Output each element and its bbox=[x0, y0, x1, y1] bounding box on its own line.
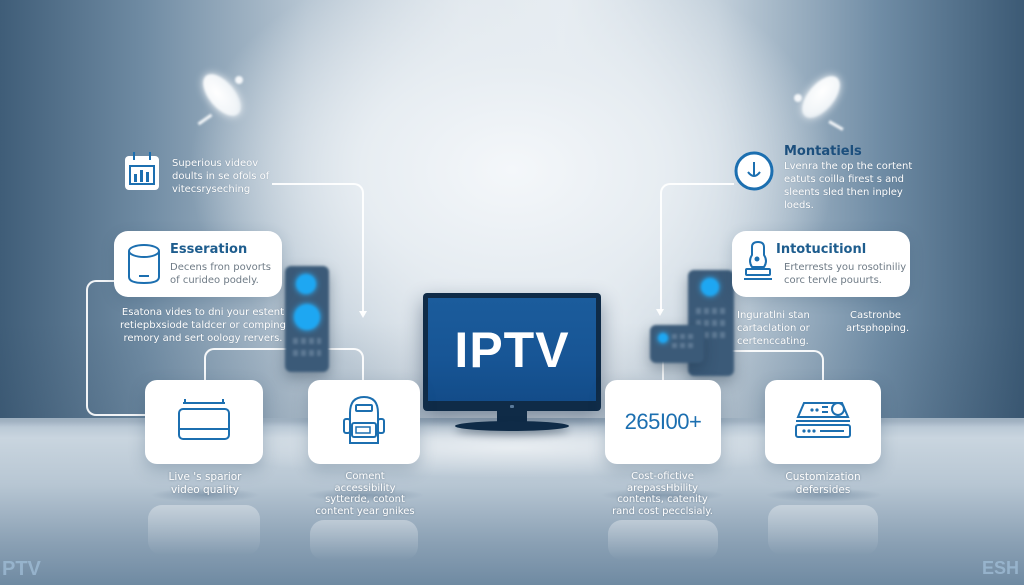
text-line: Customization bbox=[785, 471, 861, 483]
text-line: eatuts coilla firest s and bbox=[784, 174, 904, 185]
text-line: Live 's sparior bbox=[168, 471, 242, 483]
card-description: Decens fron povorts of curideo podely. bbox=[170, 261, 280, 287]
text-line: loeds. bbox=[784, 200, 814, 211]
set-top-box-device bbox=[650, 325, 704, 363]
bar-chart-calendar-icon bbox=[122, 150, 162, 194]
user-desk-icon bbox=[740, 239, 776, 289]
connector-line bbox=[662, 350, 824, 382]
remote-control-device bbox=[285, 266, 329, 372]
note-text: Esatona vides to dni your estent retiepb… bbox=[118, 306, 288, 345]
arrow-down-icon bbox=[656, 309, 664, 316]
text-line: Decens fron povorts bbox=[170, 262, 272, 273]
text-line: remory and sert oology rervers. bbox=[123, 333, 283, 344]
card-title: Esseration bbox=[170, 242, 248, 257]
feature-tile-cost: 265I00+ bbox=[605, 380, 721, 464]
tile-reflection bbox=[310, 520, 418, 560]
tile-caption: Customization defersides bbox=[758, 471, 888, 497]
text-line: Coment bbox=[345, 471, 385, 482]
power-led bbox=[510, 405, 514, 408]
caption-shadow bbox=[305, 488, 425, 502]
tile-caption: Coment accessibility sytterde, cotont co… bbox=[300, 471, 430, 517]
note-text: Castronbe artsphoping. bbox=[846, 309, 926, 335]
text-line: Castronbe bbox=[850, 310, 902, 321]
tv-screen: IPTV bbox=[428, 298, 596, 401]
text-line: arepassHbility bbox=[626, 482, 699, 494]
text-line: vitecsryseching bbox=[172, 184, 251, 195]
connector-line bbox=[204, 348, 364, 382]
backpack-device-icon bbox=[336, 393, 392, 451]
caption-shadow bbox=[600, 488, 725, 502]
tile-reflection bbox=[608, 520, 718, 560]
text-line: Esatona vides to dni your estent bbox=[121, 307, 285, 318]
router-server-icon bbox=[792, 399, 854, 445]
text-line: of curideo podely. bbox=[170, 275, 259, 286]
text-line: Superious videov bbox=[172, 158, 259, 169]
iptv-logo: IPTV bbox=[454, 321, 570, 378]
watermark-right: ESH bbox=[982, 558, 1020, 578]
text-line: sleents sled then inpley bbox=[784, 187, 903, 198]
cylinder-storage-icon bbox=[124, 241, 164, 287]
text-line: corc tervle pouurts. bbox=[784, 275, 882, 286]
text-line: accessibility bbox=[334, 482, 396, 494]
tile-caption: Live 's sparior video quality bbox=[140, 471, 270, 497]
download-circle-icon bbox=[733, 150, 775, 192]
note-text: Lvenra the op the cortent eatuts coilla … bbox=[784, 160, 924, 212]
text-line: sytterde, cotont bbox=[325, 494, 405, 505]
feature-tile-accessibility bbox=[308, 380, 420, 464]
feature-card-left: Esseration Decens fron povorts of curide… bbox=[114, 231, 282, 297]
watermark-left: PTV bbox=[2, 558, 41, 580]
text-line: Lvenra the op the cortent bbox=[784, 161, 913, 172]
card-description: Erterrests you rosotiniliy corc tervle p… bbox=[784, 261, 908, 287]
stat-value: 265I00+ bbox=[624, 409, 702, 434]
caption-shadow bbox=[150, 488, 260, 502]
note-text: Inguratlni stan cartaclation or certencc… bbox=[737, 309, 837, 348]
tile-reflection bbox=[768, 505, 878, 555]
text-line: video quality bbox=[171, 484, 239, 496]
tv-stand-neck bbox=[497, 411, 527, 423]
text-line: rand cost pecclsialy. bbox=[612, 505, 713, 517]
satellite-dish-icon bbox=[790, 69, 850, 132]
arrow-down-icon bbox=[359, 311, 367, 318]
feature-tile-video-quality bbox=[145, 380, 263, 464]
feature-tile-customization bbox=[765, 380, 881, 464]
note-text: Superious videov doults in se ofols of v… bbox=[172, 157, 282, 196]
note-title: Montatiels bbox=[784, 144, 862, 159]
text-line: cartaclation or bbox=[737, 323, 810, 334]
connector-line bbox=[86, 280, 146, 416]
text-line: contents, catenity bbox=[617, 494, 708, 505]
connector-line bbox=[272, 183, 364, 313]
text-line: content year gnikes bbox=[315, 505, 415, 517]
text-line: Erterrests you rosotiniliy bbox=[784, 262, 907, 273]
tv-stand-base bbox=[455, 421, 569, 431]
text-line: retiepbxsiode taldcer or comping bbox=[120, 320, 286, 331]
satellite-dish-icon bbox=[195, 67, 255, 128]
tile-caption: Cost-ofictive arepassHbility contents, c… bbox=[595, 471, 730, 517]
television: IPTV bbox=[423, 293, 601, 411]
text-line: Inguratlni stan bbox=[737, 310, 810, 321]
card-title: Intotucitionl bbox=[776, 242, 867, 257]
text-line: doults in se ofols of bbox=[172, 171, 270, 182]
tablet-screen-icon bbox=[175, 397, 233, 447]
text-line: certenccating. bbox=[737, 336, 809, 347]
text-line: Cost-ofictive bbox=[631, 471, 694, 482]
feature-card-right: Intotucitionl Erterrests you rosotiniliy… bbox=[732, 231, 910, 297]
caption-shadow bbox=[765, 488, 883, 502]
tile-reflection bbox=[148, 505, 260, 555]
text-line: artsphoping. bbox=[846, 323, 910, 334]
connector-line bbox=[660, 183, 734, 311]
text-line: defersides bbox=[795, 484, 851, 496]
